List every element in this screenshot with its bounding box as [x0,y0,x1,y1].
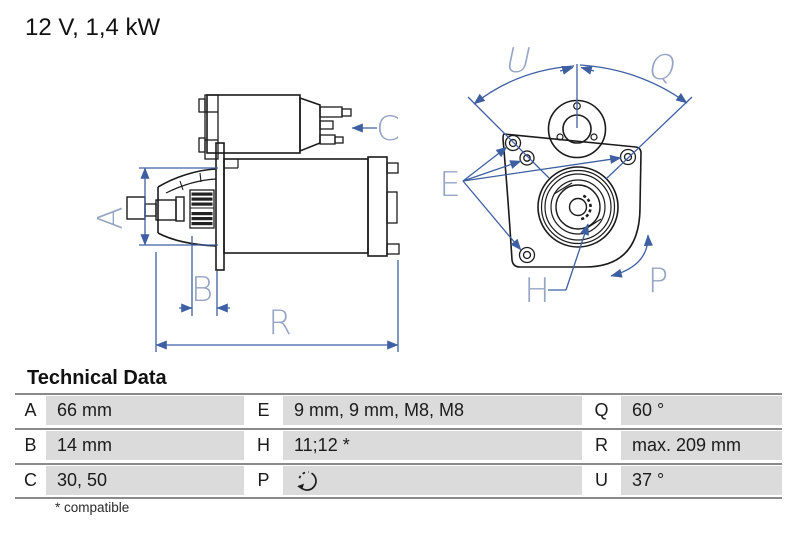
table-rule [15,463,782,465]
spec-key: U [582,466,621,495]
solenoid-terminals [319,106,352,145]
spec-value: 66 mm [46,396,244,425]
dim-label-P: P [648,261,669,301]
page-title: 12 V, 1,4 kW [25,14,161,41]
compatibility-footnote: * compatible [55,500,130,515]
spec-key: B [15,431,46,460]
starter-motor-flange-front-view [502,99,642,268]
pinion-gear [189,189,215,229]
table-rule [15,428,782,430]
front-view-dimensions [462,64,693,291]
spec-value: 14 mm [46,431,244,460]
dim-label-H: H [524,271,550,311]
dim-label-A: A [91,206,131,229]
pinion-teeth-detail [578,194,592,221]
mounting-holes [504,134,637,264]
table-heading: Technical Data [27,367,167,389]
spec-key: R [582,431,621,460]
rotation-direction-icon [297,470,317,491]
spec-value: 9 mm, 9 mm, M8, M8 [283,396,582,425]
table-rule [15,393,782,395]
spec-value: 37 ° [621,466,782,495]
spec-value: max. 209 mm [621,431,782,460]
technical-drawing: A B C R E H P U Q [91,41,693,352]
dim-label-R: R [268,303,292,343]
spec-key: E [244,396,283,425]
dim-label-U: U [502,41,535,81]
spec-value: 11;12 * [283,431,582,460]
spec-key: H [244,431,283,460]
spec-key: C [15,466,46,495]
spec-key: Q [582,396,621,425]
dim-label-B: B [191,270,213,310]
spec-key: P [244,466,283,495]
dim-label-C: C [376,109,400,149]
spec-key: A [15,396,46,425]
side-view-dimensions [139,123,399,352]
spec-value [283,466,582,495]
starter-motor-side-view [126,94,400,271]
dim-label-Q: Q [645,48,680,88]
dim-label-E: E [439,165,460,205]
spec-value: 60 ° [621,396,782,425]
table-rule [15,497,782,499]
spec-value: 30, 50 [46,466,244,495]
